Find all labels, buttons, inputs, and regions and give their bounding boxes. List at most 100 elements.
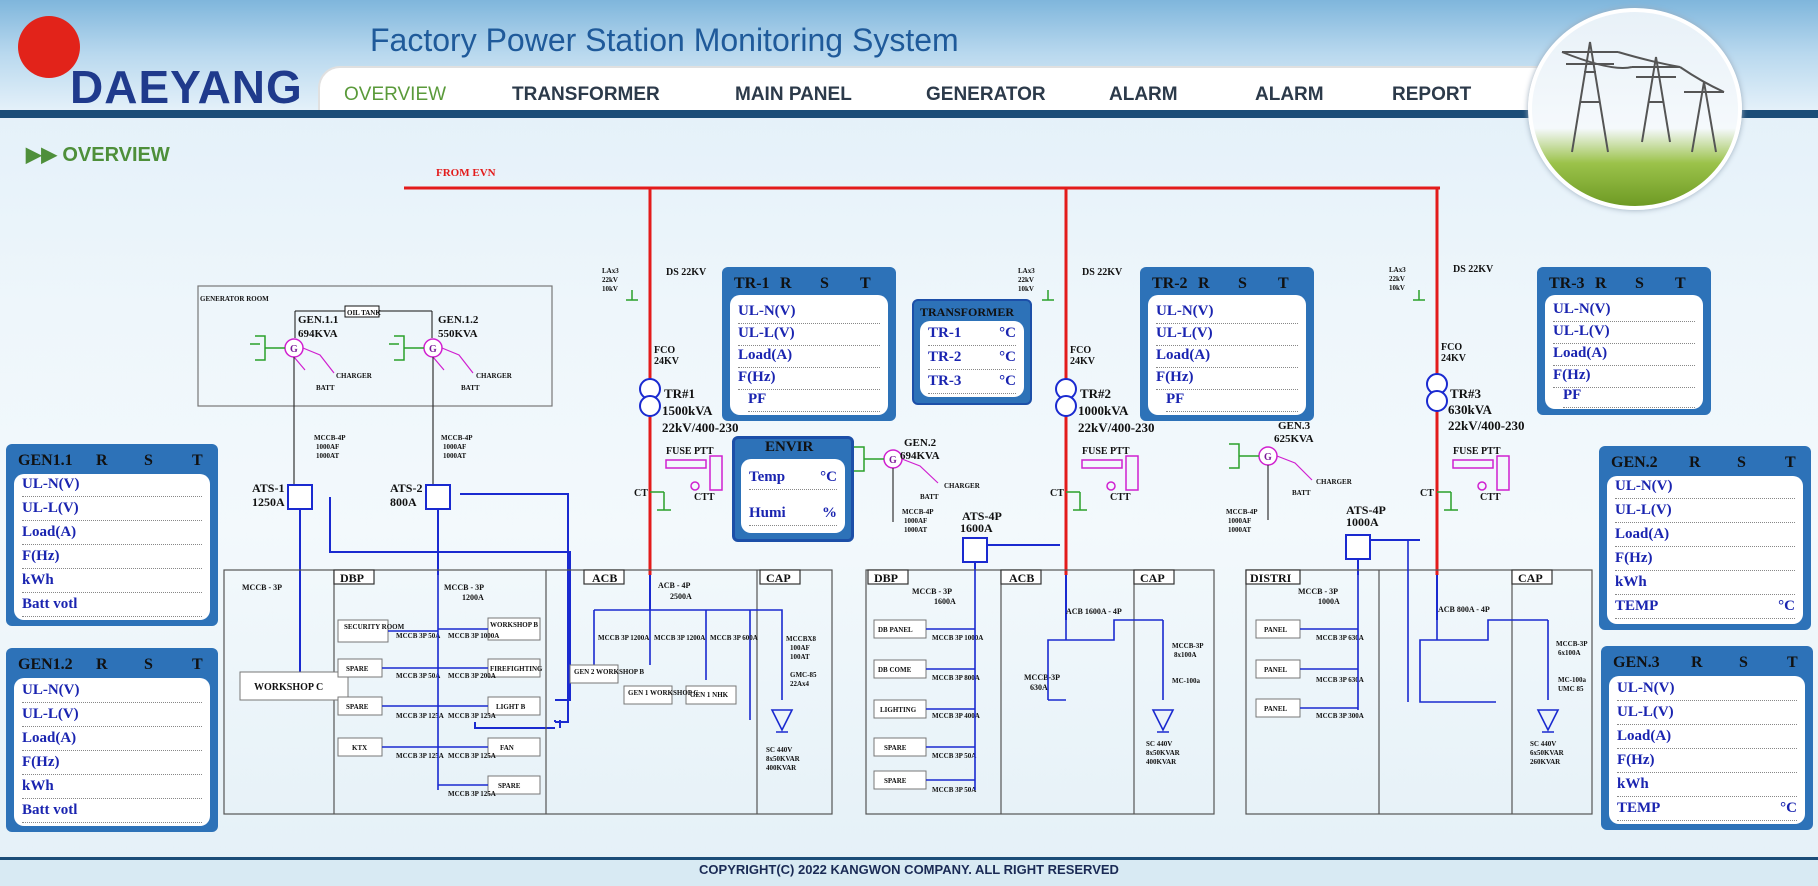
gen3-sld-label: GEN.3 (1278, 420, 1311, 432)
box-label-cap1: CAP (766, 571, 791, 585)
la-2a: LAx3 (1018, 267, 1035, 275)
tr3-readings: UL-N(V) UL-L(V) Load(A) F(Hz) PF (1545, 295, 1703, 409)
nav-generator[interactable]: GENERATOR (926, 84, 1046, 105)
cap1-4: 22Ax4 (790, 680, 810, 688)
mccb4p-c3: 1000AT (904, 526, 928, 534)
mccb3p-1600-rating: 1600A (934, 597, 956, 606)
acb3-label: ACB 800A - 4P (1438, 605, 1490, 614)
dbp2-4: SPARE (884, 777, 907, 785)
temp-tr2-row: TR-2°C (928, 349, 1016, 370)
gen2-sld-kva: 694KVA (900, 450, 940, 462)
nav-transformer[interactable]: TRANSFORMER (512, 84, 660, 105)
tr3-row-pf: PF (1563, 387, 1695, 408)
tr1-row-uln: UL-N(V) (738, 303, 880, 324)
dbp1-left-rating-1: MCCB 3P 50A (396, 672, 440, 680)
gen3-row-ull: UL-L(V) (1617, 704, 1797, 725)
power-pylon-image (1528, 8, 1742, 210)
ats2-rating: 800A (390, 495, 417, 509)
double-arrow-icon: ▶▶ (26, 144, 57, 166)
ct-2: CT (1050, 488, 1064, 499)
pylon-icon (1561, 41, 1725, 153)
ats1-label: ATS-1 (252, 481, 284, 495)
dbp1-right-rating-0: MCCB 3P 1000A (448, 632, 499, 640)
cap1-1: 100AF (790, 644, 810, 652)
batt-3: BATT (920, 493, 939, 501)
ctt-3: CTT (1480, 492, 1501, 503)
envir-title: ENVIR (765, 439, 814, 455)
tr1-panel: TR-1 R S T UL-N(V) UL-L(V) Load(A) F(Hz)… (722, 267, 896, 421)
gen2-sld-label: GEN.2 (904, 437, 937, 449)
acb2-mccb-rating: 630A (1030, 683, 1048, 692)
ct-1: CT (634, 488, 648, 499)
workshop-c-box (239, 671, 349, 701)
dbp2-2: LIGHTING (880, 706, 917, 714)
cap1-5: SC 440V (766, 746, 792, 754)
nav-alarm-2[interactable]: ALARM (1255, 84, 1324, 105)
gen12-row-ull: UL-L(V) (22, 706, 202, 727)
acb1-feeder-1: GEN 1 WORKSHOP C (628, 689, 698, 697)
gen12-panel: GEN1.2 R S T UL-N(V) UL-L(V) Load(A) F(H… (6, 648, 218, 832)
tr2-row-pf: PF (1166, 391, 1298, 412)
transformer-temp-title: TRANSFORMER (920, 305, 1015, 319)
cap1-7: 400KVAR (766, 764, 797, 772)
gen11-row-uln: UL-N(V) (22, 476, 202, 497)
temp-tr1-row: TR-1°C (928, 325, 1016, 346)
cap2-4: 8x50KVAR (1146, 749, 1181, 757)
fuse-ptt-1: FUSE PTT (666, 446, 714, 457)
mccb4p-c2: 1000AF (904, 517, 927, 525)
dbp1-right-rating-1: MCCB 3P 200A (448, 672, 496, 680)
copyright: COPYRIGHT(C) 2022 KANGWON COMPANY. ALL R… (699, 862, 1119, 877)
box-label-distri: DISTRI (1250, 571, 1292, 585)
fco-rating-2: 24KV (1070, 356, 1096, 367)
gen2-panel-header: GEN.2 R S T (1611, 454, 1796, 471)
nav-bar: OVERVIEW TRANSFORMER MAIN PANEL GENERATO… (318, 66, 1602, 114)
dbp1-left-1: SPARE (346, 665, 369, 673)
ats4p-a-label: ATS-4P (962, 509, 1002, 523)
dbp2-rating-3: MCCB 3P 50A (932, 752, 976, 760)
fuse-ptt-2: FUSE PTT (1082, 446, 1130, 457)
gen11-label: GEN.1.1 (298, 314, 338, 326)
gen12-row-uln: UL-N(V) (22, 682, 202, 703)
cap2-0: MCCB-3P (1172, 642, 1204, 650)
acb1-rating-0: MCCB 3P 1200A (598, 634, 649, 642)
ats1-switch (287, 484, 313, 510)
nav-report[interactable]: REPORT (1392, 84, 1472, 105)
acb2-mccb-label: MCCB-3P (1024, 673, 1060, 682)
mccb3p-1200-label: MCCB - 3P (444, 583, 484, 592)
gen12-row-freq: F(Hz) (22, 754, 202, 775)
acb4p-rating: 2500A (670, 592, 692, 601)
tr3-panel: TR-3 R S T UL-N(V) UL-L(V) Load(A) F(Hz)… (1537, 267, 1711, 415)
mccb3p-1200-rating: 1200A (462, 593, 484, 602)
tr1-row-ull: UL-L(V) (738, 325, 880, 346)
envir-readings: Temp°C Humi% (741, 459, 845, 533)
distri-1: PANEL (1264, 666, 1288, 674)
nav-alarm-1[interactable]: ALARM (1109, 84, 1178, 105)
gen12-row-kwh: kWh (22, 778, 202, 799)
gen2-row-ull: UL-L(V) (1615, 502, 1795, 523)
dbp1-right-rating-3: MCCB 3P 125A (448, 752, 496, 760)
tr3-row-ull: UL-L(V) (1553, 323, 1695, 344)
ats2-label: ATS-2 (390, 481, 422, 495)
gen2-row-temp: TEMP°C (1615, 598, 1795, 619)
tr2-panel-header: TR-2 R S T (1152, 275, 1289, 292)
mccb3p-1000-rating: 1000A (1318, 597, 1340, 606)
acb1-rating-2: MCCB 3P 600A (710, 634, 758, 642)
envir-panel: ENVIR Temp°C Humi% (732, 436, 854, 542)
transformer-temp-panel: TRANSFORMER TR-1°C TR-2°C TR-3°C (912, 299, 1032, 405)
ct-3: CT (1420, 488, 1434, 499)
tr2-row-load: Load(A) (1156, 347, 1298, 368)
la-3c: 10kV (1389, 284, 1405, 292)
nav-main-panel[interactable]: MAIN PANEL (735, 84, 852, 105)
section-title: ▶▶ OVERVIEW (26, 144, 170, 166)
ctt-2: CTT (1110, 492, 1131, 503)
gen12-row-batt: Batt votl (22, 802, 202, 823)
box-label-cap2: CAP (1140, 571, 1165, 585)
charger-1: CHARGER (336, 372, 373, 380)
oil-tank-label: OIL TANK (347, 309, 381, 317)
ds-label-2: DS 22KV (1082, 267, 1123, 278)
la-3b: 22kV (1389, 275, 1405, 283)
gen11-panel: GEN1.1 R S T UL-N(V) UL-L(V) Load(A) F(H… (6, 444, 218, 626)
nav-overview[interactable]: OVERVIEW (344, 84, 447, 105)
tr2-row-uln: UL-N(V) (1156, 303, 1298, 324)
